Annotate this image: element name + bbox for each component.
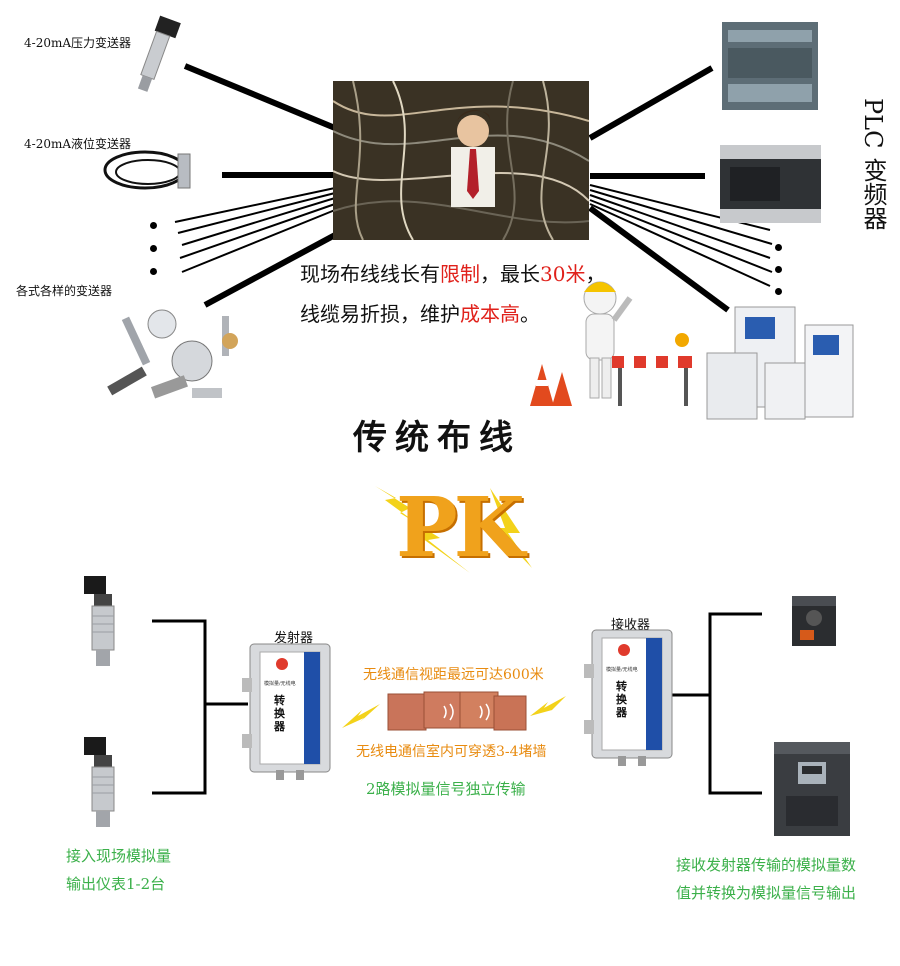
left-caption-line-2: 输出仪表1-2台 <box>66 875 166 893</box>
receiver-label: 接收器 <box>611 618 651 633</box>
transmitter-device-text: 转换器 <box>274 694 285 733</box>
ellipsis-dot <box>150 222 157 229</box>
wireless-range-text: 无线通信视距最远可达600米 <box>363 667 544 683</box>
large-inverter-image <box>772 740 852 838</box>
pk-graphic: PK <box>370 478 535 578</box>
small-inverter-image <box>790 592 838 648</box>
transmitter-label: 发射器 <box>274 631 314 646</box>
two-channel-text: 2路模拟量信号独立传输 <box>366 780 526 798</box>
right-caption-line-1: 接收发射器传输的模拟量数 <box>676 856 857 874</box>
pressure-transmitter-image <box>118 12 190 100</box>
various-transmitters-label: 各式各样的变送器 <box>16 284 113 298</box>
ellipsis-dot <box>775 244 782 251</box>
level-transmitter-label: 4-20mA液位变送器 <box>24 137 132 151</box>
left-caption-line-1: 接入现场模拟量 <box>66 847 172 865</box>
various-transmitters-image <box>92 296 252 416</box>
wall-penetration-text: 无线电通信室内可穿透3-4堵墙 <box>356 744 547 760</box>
ellipsis-dot <box>775 266 782 273</box>
receiver-device-text: 转换器 <box>616 680 627 719</box>
plc-image <box>720 18 820 114</box>
transmitter-device: 模拟量/无线电 转换器 <box>242 642 336 782</box>
pressure-sensor-1 <box>78 572 128 672</box>
level-transmitter-image <box>100 140 210 210</box>
top-caption-line-2: 线缆易折损，维护成本高。 <box>300 302 540 326</box>
transmitter-small-text: 模拟量/无线电 <box>264 681 296 687</box>
right-caption-line-2: 值并转换为模拟量信号输出 <box>676 884 857 902</box>
messy-wiring-photo <box>333 81 589 240</box>
receiver-device: 模拟量/无线电 转换器 <box>584 628 678 768</box>
inverters-image <box>705 303 855 421</box>
pressure-sensor-2 <box>78 733 128 833</box>
plc-vertical-text: PLC <box>859 98 887 149</box>
inverter-vertical-text: 变频器 <box>859 158 887 231</box>
worker-barrier-illustration <box>512 268 702 410</box>
ellipsis-dot <box>775 288 782 295</box>
wireless-walls-graphic <box>340 688 570 736</box>
receiver-small-text: 模拟量/无线电 <box>606 667 638 673</box>
pressure-transmitter-label: 4-20mA压力变送器 <box>24 36 132 50</box>
top-caption-line-1: 现场布线线长有限制，最长30米， <box>300 262 606 286</box>
controller-image <box>718 143 823 225</box>
pk-text: PK <box>396 480 525 576</box>
ellipsis-dot <box>150 268 157 275</box>
plc-inverter-vertical-label: PLC 变频器 <box>858 98 887 231</box>
traditional-wiring-title: 传统布线 <box>353 418 521 458</box>
ellipsis-dot <box>150 245 157 252</box>
